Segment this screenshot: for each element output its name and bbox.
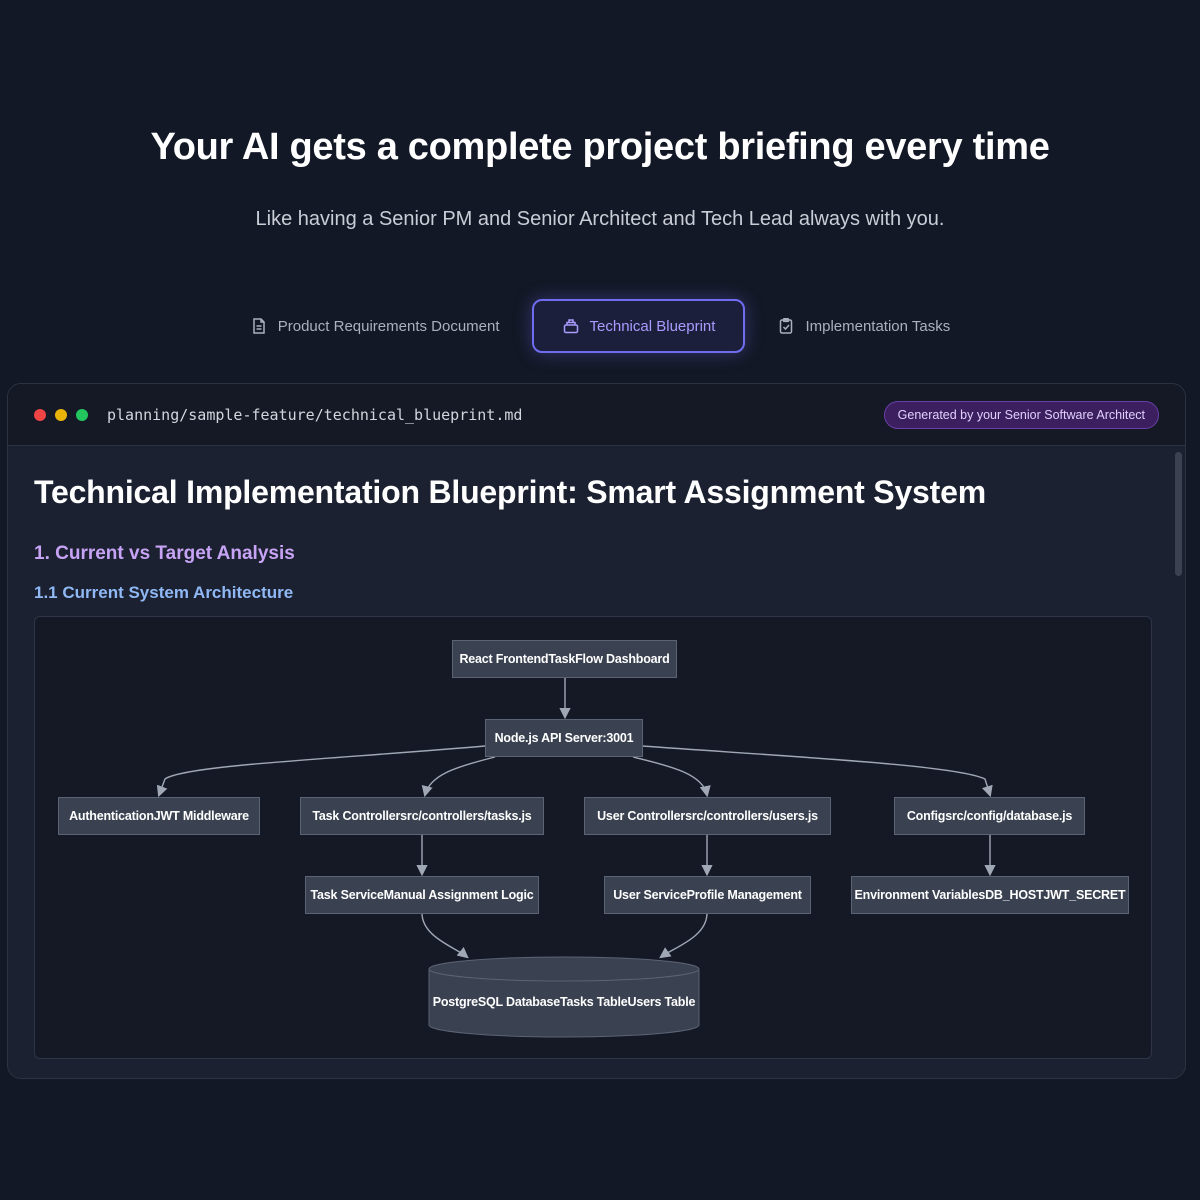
code-window: planning/sample-feature/technical_bluepr…	[7, 383, 1186, 1079]
document-icon	[250, 317, 268, 335]
clipboard-check-icon	[777, 317, 795, 335]
edge-api-config	[641, 745, 993, 798]
window-title-bar: planning/sample-feature/technical_bluepr…	[8, 384, 1185, 446]
node-api-server: Node.js API Server:3001	[485, 719, 643, 757]
diagram-edges	[156, 678, 996, 1038]
minimize-window-dot[interactable]	[55, 408, 67, 421]
section-heading: 1. Current vs Target Analysis	[34, 543, 295, 564]
node-task-controller: Task Controllersrc/controllers/tasks.js	[300, 797, 544, 835]
tab-technical-blueprint[interactable]: Technical Blueprint	[531, 299, 746, 353]
hero-title: Your AI gets a complete project briefing…	[150, 126, 1050, 168]
close-window-dot[interactable]	[34, 408, 46, 421]
node-task-service: Task ServiceManual Assignment Logic	[305, 876, 539, 914]
tab-bar: Product Requirements Document Technical …	[0, 299, 1200, 353]
tab-label: Technical Blueprint	[589, 317, 716, 335]
node-user-service: User ServiceProfile Management	[604, 876, 811, 914]
tab-implementation-tasks[interactable]: Implementation Tasks	[759, 299, 968, 353]
node-env-variables: Environment VariablesDB_HOSTJWT_SECRET	[851, 876, 1129, 914]
tab-product-requirements[interactable]: Product Requirements Document	[232, 299, 518, 353]
edge-task-service-db	[421, 912, 469, 959]
node-postgresql-database: PostgreSQL DatabaseTasks TableUsers Tabl…	[432, 995, 696, 1009]
scrollbar[interactable]	[1175, 452, 1182, 576]
maximize-window-dot[interactable]	[76, 408, 88, 421]
database-cylinder	[428, 956, 700, 1038]
edge-api-auth	[156, 745, 486, 798]
subsection-heading: 1.1 Current System Architecture	[34, 583, 294, 602]
document-content: Technical Implementation Blueprint: Smar…	[8, 446, 1185, 1078]
file-path: planning/sample-feature/technical_bluepr…	[107, 405, 523, 424]
edge-api-user-controller	[632, 756, 711, 798]
tab-label: Product Requirements Document	[277, 317, 500, 335]
architecture-diagram: React FrontendTaskFlow Dashboard Node.js…	[34, 616, 1152, 1059]
hero-subtitle: Like having a Senior PM and Senior Archi…	[255, 208, 945, 230]
document-title: Technical Implementation Blueprint: Smar…	[34, 474, 986, 510]
edge-api-task-controller	[421, 756, 496, 798]
layers-icon	[562, 317, 580, 335]
generated-by-badge: Generated by your Senior Software Archit…	[883, 401, 1159, 429]
node-auth-middleware: AuthenticationJWT Middleware	[58, 797, 260, 835]
tab-label: Implementation Tasks	[805, 317, 951, 335]
edge-user-service-db	[659, 912, 708, 959]
node-config: Configsrc/config/database.js	[894, 797, 1085, 835]
node-user-controller: User Controllersrc/controllers/users.js	[584, 797, 831, 835]
node-react-frontend: React FrontendTaskFlow Dashboard	[452, 640, 677, 678]
